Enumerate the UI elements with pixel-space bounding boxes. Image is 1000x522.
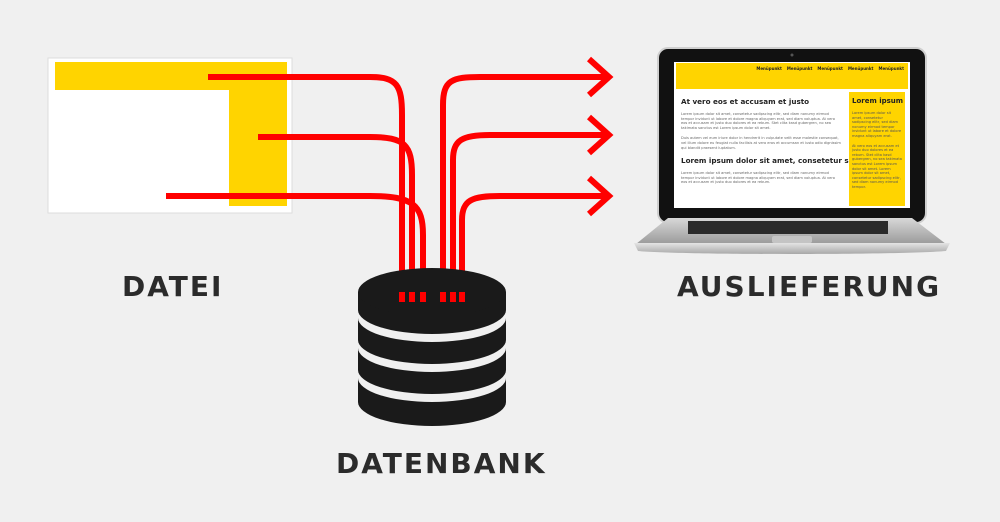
- article-heading: At vero eos et accusam et justo: [681, 97, 810, 106]
- laptop-camera: [790, 53, 794, 57]
- database-icon: [358, 268, 506, 426]
- file-label: DATEI: [122, 270, 224, 303]
- flow-lines-into-database: [399, 292, 465, 302]
- website-main-content: At vero eos et accusam et justo Lorem ip…: [681, 97, 888, 191]
- data-flow-lines: [166, 74, 608, 301]
- flow-line-delivery-bottom: [459, 193, 608, 301]
- flow-line-file-header: [208, 74, 405, 301]
- website-sidebar: Lorem ipsum Lorem ipsum dolor sit amet, …: [849, 92, 905, 206]
- article-paragraph: Duis autem vel eum iriure dolor in hendr…: [681, 136, 841, 150]
- arrow-heads: [586, 56, 614, 217]
- nav-item[interactable]: Menüpunkt: [786, 66, 813, 71]
- database-label: DATENBANK: [336, 447, 547, 480]
- arrow-icon: [586, 56, 614, 98]
- sidebar-heading: Lorem ipsum: [852, 97, 904, 105]
- flow-line-delivery-top: [440, 74, 608, 301]
- sidebar-paragraph: Lorem ipsum dolor sit amet, consetetur s…: [852, 111, 902, 138]
- arrow-icon: [586, 114, 614, 156]
- article-subheading: Lorem ipsum dolor sit amet, consetetur s…: [681, 156, 888, 166]
- laptop-screen: Menüpunkt Menüpunkt Menüpunkt Menüpunkt …: [674, 62, 910, 208]
- nav-item[interactable]: Menüpunkt: [756, 66, 782, 71]
- document-sidebar-block: [229, 90, 287, 206]
- delivery-label: AUSLIEFERUNG: [677, 270, 942, 303]
- flow-line-delivery-middle: [450, 132, 608, 301]
- website-navigation-bar: Menüpunkt Menüpunkt Menüpunkt Menüpunkt …: [676, 63, 908, 89]
- arrow-icon: [586, 175, 614, 217]
- flow-line-file-sidebar: [258, 134, 415, 301]
- laptop-keyboard: [688, 221, 888, 234]
- navigation-menu: Menüpunkt Menüpunkt Menüpunkt Menüpunkt …: [756, 66, 904, 71]
- flow-line-file-body: [166, 193, 426, 301]
- nav-item[interactable]: Menüpunkt: [878, 66, 904, 71]
- laptop-base: [634, 243, 950, 254]
- article-paragraph: Lorem ipsum dolor sit amet, consetetur s…: [681, 112, 835, 130]
- laptop-trackpad: [772, 236, 812, 243]
- document-layout-icon: [47, 57, 293, 214]
- nav-item[interactable]: Menüpunkt: [817, 66, 843, 71]
- article-paragraph: Lorem ipsum dolor sit amet, consetetur s…: [681, 171, 835, 185]
- nav-item[interactable]: Menüpunkt: [847, 66, 874, 71]
- sidebar-paragraph: At vero eos et accusam et justo duo dolo…: [852, 143, 902, 189]
